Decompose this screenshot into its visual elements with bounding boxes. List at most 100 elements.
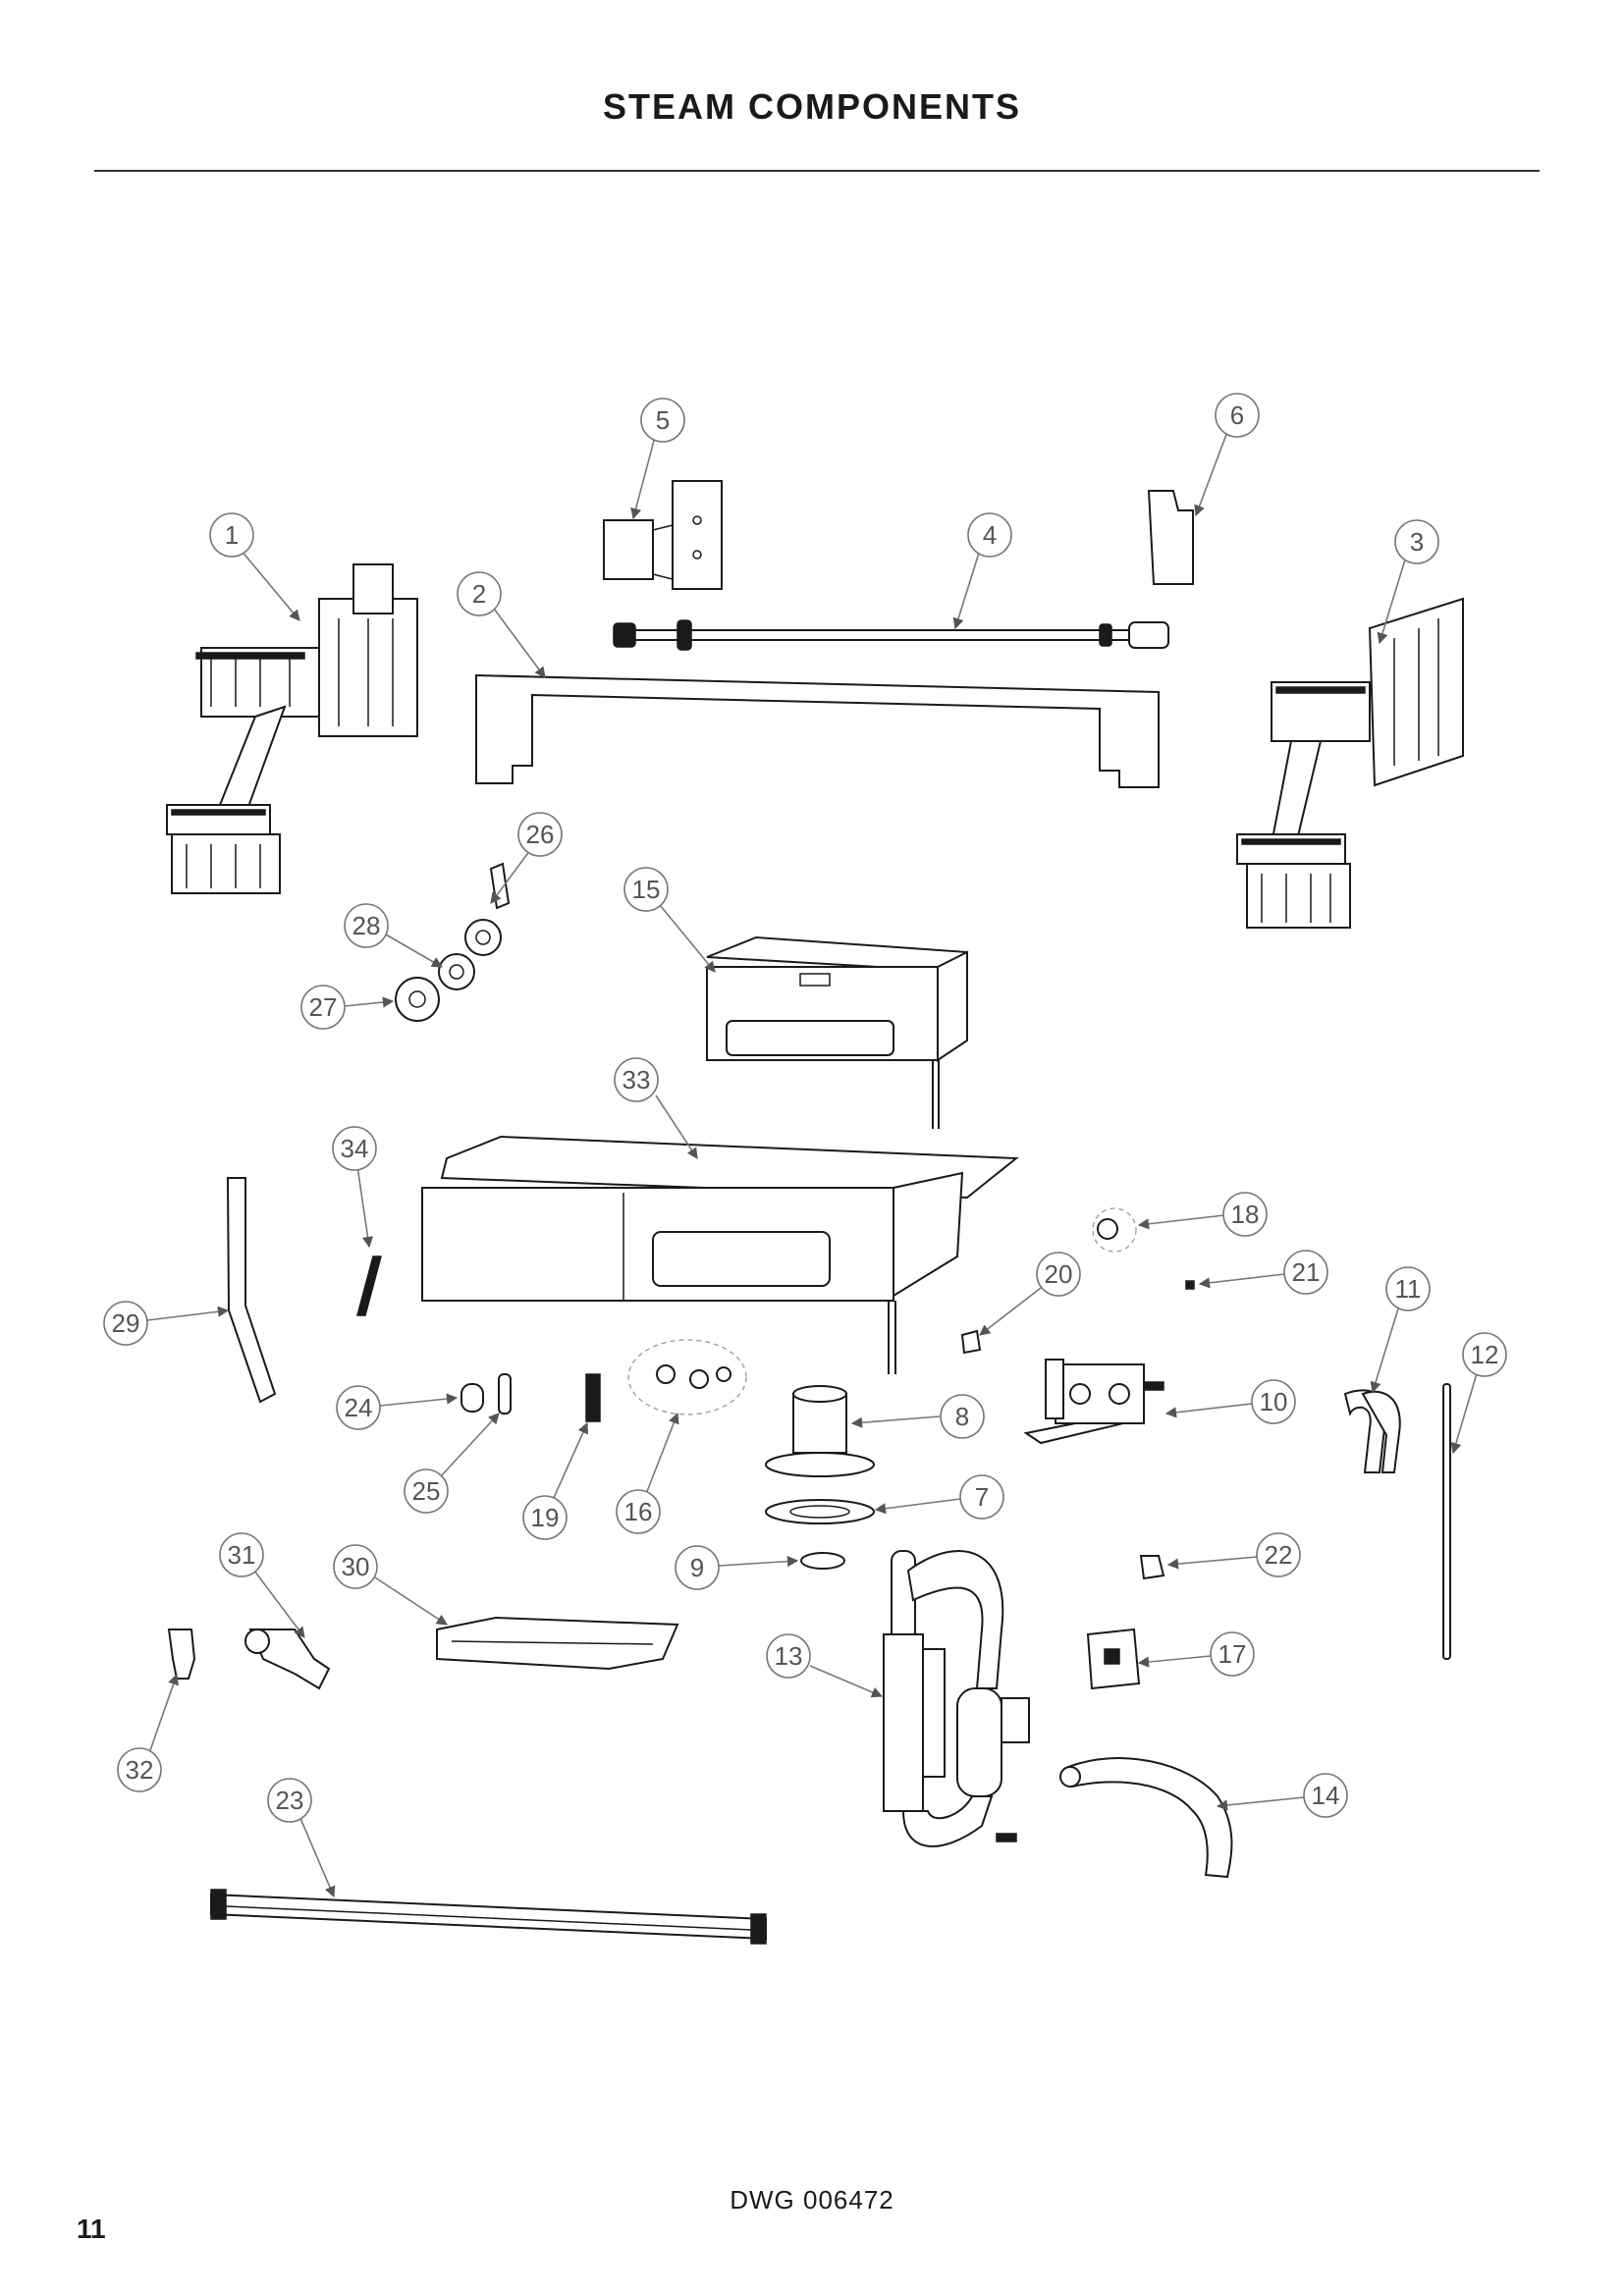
svg-text:24: 24 — [345, 1393, 373, 1422]
svg-text:11: 11 — [1395, 1274, 1422, 1304]
callout-19: 19 — [522, 1421, 588, 1540]
svg-text:17: 17 — [1218, 1639, 1247, 1669]
part-16-cap — [716, 1366, 731, 1382]
title-divider — [94, 170, 1540, 172]
callout-5: 5 — [630, 398, 685, 520]
part-21-clip — [1185, 1280, 1195, 1290]
svg-text:18: 18 — [1231, 1200, 1260, 1229]
svg-text:27: 27 — [309, 992, 338, 1022]
svg-text:16: 16 — [624, 1497, 653, 1526]
part-9-seal — [800, 1552, 845, 1570]
page-number: 11 — [77, 2214, 106, 2244]
svg-text:23: 23 — [276, 1786, 304, 1815]
callout-3: 3 — [1377, 519, 1439, 645]
callout-30: 30 — [333, 1544, 448, 1626]
part-13-steam-generator — [883, 1550, 1030, 1847]
svg-text:30: 30 — [342, 1552, 370, 1581]
part-23-door-rail — [210, 1889, 767, 1945]
callout-31: 31 — [219, 1532, 305, 1638]
part-4-drive-shaft — [613, 619, 1169, 651]
svg-text:28: 28 — [352, 911, 381, 940]
svg-text:10: 10 — [1260, 1387, 1288, 1416]
svg-text:33: 33 — [623, 1065, 651, 1095]
part-1-left-hinge-assembly — [166, 563, 418, 894]
callout-25: 25 — [404, 1413, 500, 1514]
part-2-door-seal-frame — [475, 673, 1160, 788]
svg-text:26: 26 — [526, 820, 555, 849]
callout-9: 9 — [675, 1545, 799, 1590]
part-16-dashed-group — [627, 1339, 747, 1415]
svg-text:21: 21 — [1292, 1257, 1321, 1287]
svg-text:3: 3 — [1410, 527, 1424, 557]
svg-text:1: 1 — [225, 520, 239, 550]
callout-16: 16 — [616, 1412, 679, 1534]
callout-15: 15 — [623, 867, 716, 973]
callout-6: 6 — [1194, 393, 1260, 517]
callout-12: 12 — [1450, 1332, 1507, 1455]
part-25-plate — [498, 1373, 512, 1415]
svg-text:22: 22 — [1265, 1540, 1293, 1570]
part-15-steam-tank-housing — [706, 935, 969, 1129]
part-26-washer — [464, 919, 502, 956]
callout-11: 11 — [1370, 1266, 1431, 1394]
svg-text:6: 6 — [1230, 400, 1244, 430]
part-19-sensor — [585, 1373, 601, 1422]
part-18-dashed-group — [1092, 1207, 1137, 1253]
callout-33: 33 — [614, 1057, 698, 1159]
callout-17: 17 — [1137, 1631, 1255, 1677]
part-24-spacer — [460, 1383, 484, 1413]
callout-21: 21 — [1198, 1250, 1328, 1295]
part-10-solenoid-valve — [1023, 1359, 1164, 1445]
callout-29: 29 — [103, 1301, 230, 1346]
callout-13: 13 — [766, 1633, 884, 1698]
svg-text:9: 9 — [690, 1553, 704, 1582]
callout-14: 14 — [1216, 1773, 1348, 1818]
callout-7: 7 — [874, 1474, 1004, 1520]
callout-20: 20 — [979, 1252, 1081, 1336]
svg-text:15: 15 — [632, 875, 661, 904]
part-29-drain-pipe — [226, 1177, 277, 1404]
svg-text:8: 8 — [955, 1402, 969, 1431]
callout-26: 26 — [490, 812, 563, 904]
part-18-fan — [1097, 1218, 1118, 1240]
svg-text:7: 7 — [975, 1482, 989, 1512]
part-11-hose-set — [1343, 1389, 1401, 1473]
part-22-clip — [1139, 1555, 1165, 1580]
part-8-steam-duct — [765, 1385, 875, 1477]
part-33-upper-housing — [421, 1135, 1019, 1374]
svg-text:5: 5 — [656, 405, 670, 435]
part-3-right-hinge-assembly — [1236, 597, 1464, 929]
part-7-gasket-ring — [765, 1499, 875, 1524]
callout-18: 18 — [1137, 1192, 1268, 1237]
svg-text:12: 12 — [1471, 1340, 1499, 1369]
svg-text:32: 32 — [126, 1755, 154, 1785]
callout-24: 24 — [336, 1385, 459, 1430]
svg-text:4: 4 — [983, 520, 997, 550]
part-5-motor-bracket — [603, 480, 723, 590]
part-34-screw — [356, 1255, 382, 1316]
callout-4: 4 — [952, 512, 1012, 630]
callout-1: 1 — [209, 512, 300, 621]
page-title: STEAM COMPONENTS — [602, 86, 1021, 127]
svg-text:20: 20 — [1045, 1259, 1073, 1289]
part-16-nut — [656, 1364, 676, 1384]
svg-text:2: 2 — [472, 579, 486, 609]
svg-text:25: 25 — [412, 1476, 441, 1506]
part-12-rod — [1442, 1383, 1451, 1660]
svg-text:13: 13 — [775, 1641, 803, 1671]
callout-27: 27 — [300, 985, 395, 1030]
callout-34: 34 — [332, 1126, 377, 1249]
part-14-outlet-pipe — [1066, 1757, 1233, 1879]
part-26-elbow-tube — [489, 862, 511, 910]
drawing-number: DWG 006472 — [730, 2185, 894, 2215]
callout-2: 2 — [457, 571, 546, 678]
part-20-connector — [960, 1329, 982, 1355]
part-28-gasket — [438, 953, 475, 990]
part-16-washer — [689, 1369, 709, 1389]
callout-22: 22 — [1166, 1532, 1301, 1577]
svg-text:31: 31 — [228, 1540, 256, 1570]
callout-8: 8 — [850, 1394, 985, 1439]
svg-text:29: 29 — [112, 1308, 140, 1338]
callout-23: 23 — [267, 1778, 336, 1898]
